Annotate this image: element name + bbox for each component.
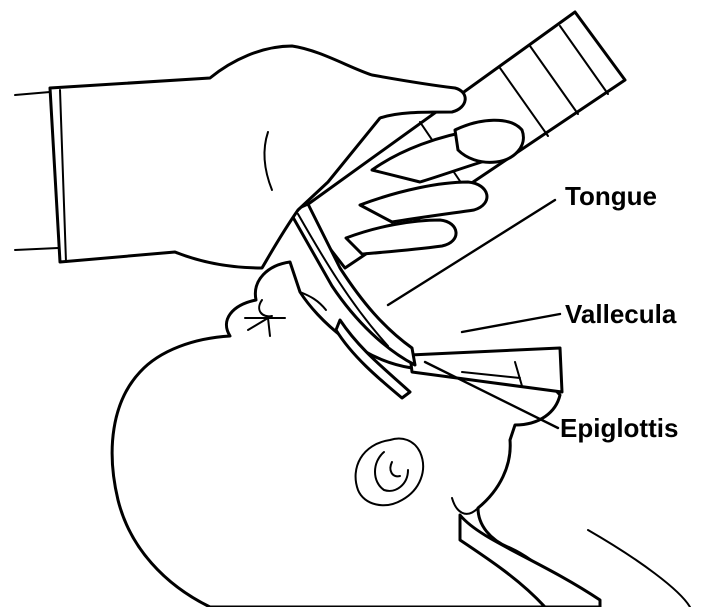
vallecula-leader — [462, 314, 560, 332]
tongue-label: Tongue — [565, 181, 657, 211]
epiglottis-label: Epiglottis — [560, 413, 678, 443]
vallecula-label: Vallecula — [565, 299, 677, 329]
gloved-hand — [15, 46, 523, 268]
